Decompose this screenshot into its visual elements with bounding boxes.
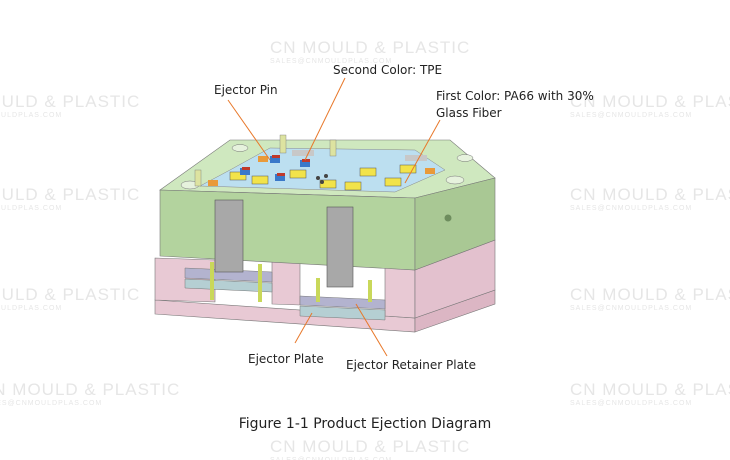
label-ejector-plate: Ejector Plate — [248, 352, 324, 366]
interlock-blocks — [214, 199, 354, 288]
label-ejector-pin: Ejector Pin — [214, 83, 278, 97]
leader-lines — [227, 77, 441, 357]
figure-caption: Figure 1-1 Product Ejection Diagram — [238, 416, 492, 432]
label-first-color-line2: Glass Fiber — [436, 106, 502, 120]
label-first-color-line1: First Color: PA66 with 30% — [436, 89, 594, 103]
label-ejector-retainer-plate: Ejector Retainer Plate — [346, 358, 477, 372]
molded-parts — [194, 134, 435, 191]
label-second-color: Second Color: TPE — [333, 63, 443, 77]
ejector-plates — [184, 262, 386, 321]
